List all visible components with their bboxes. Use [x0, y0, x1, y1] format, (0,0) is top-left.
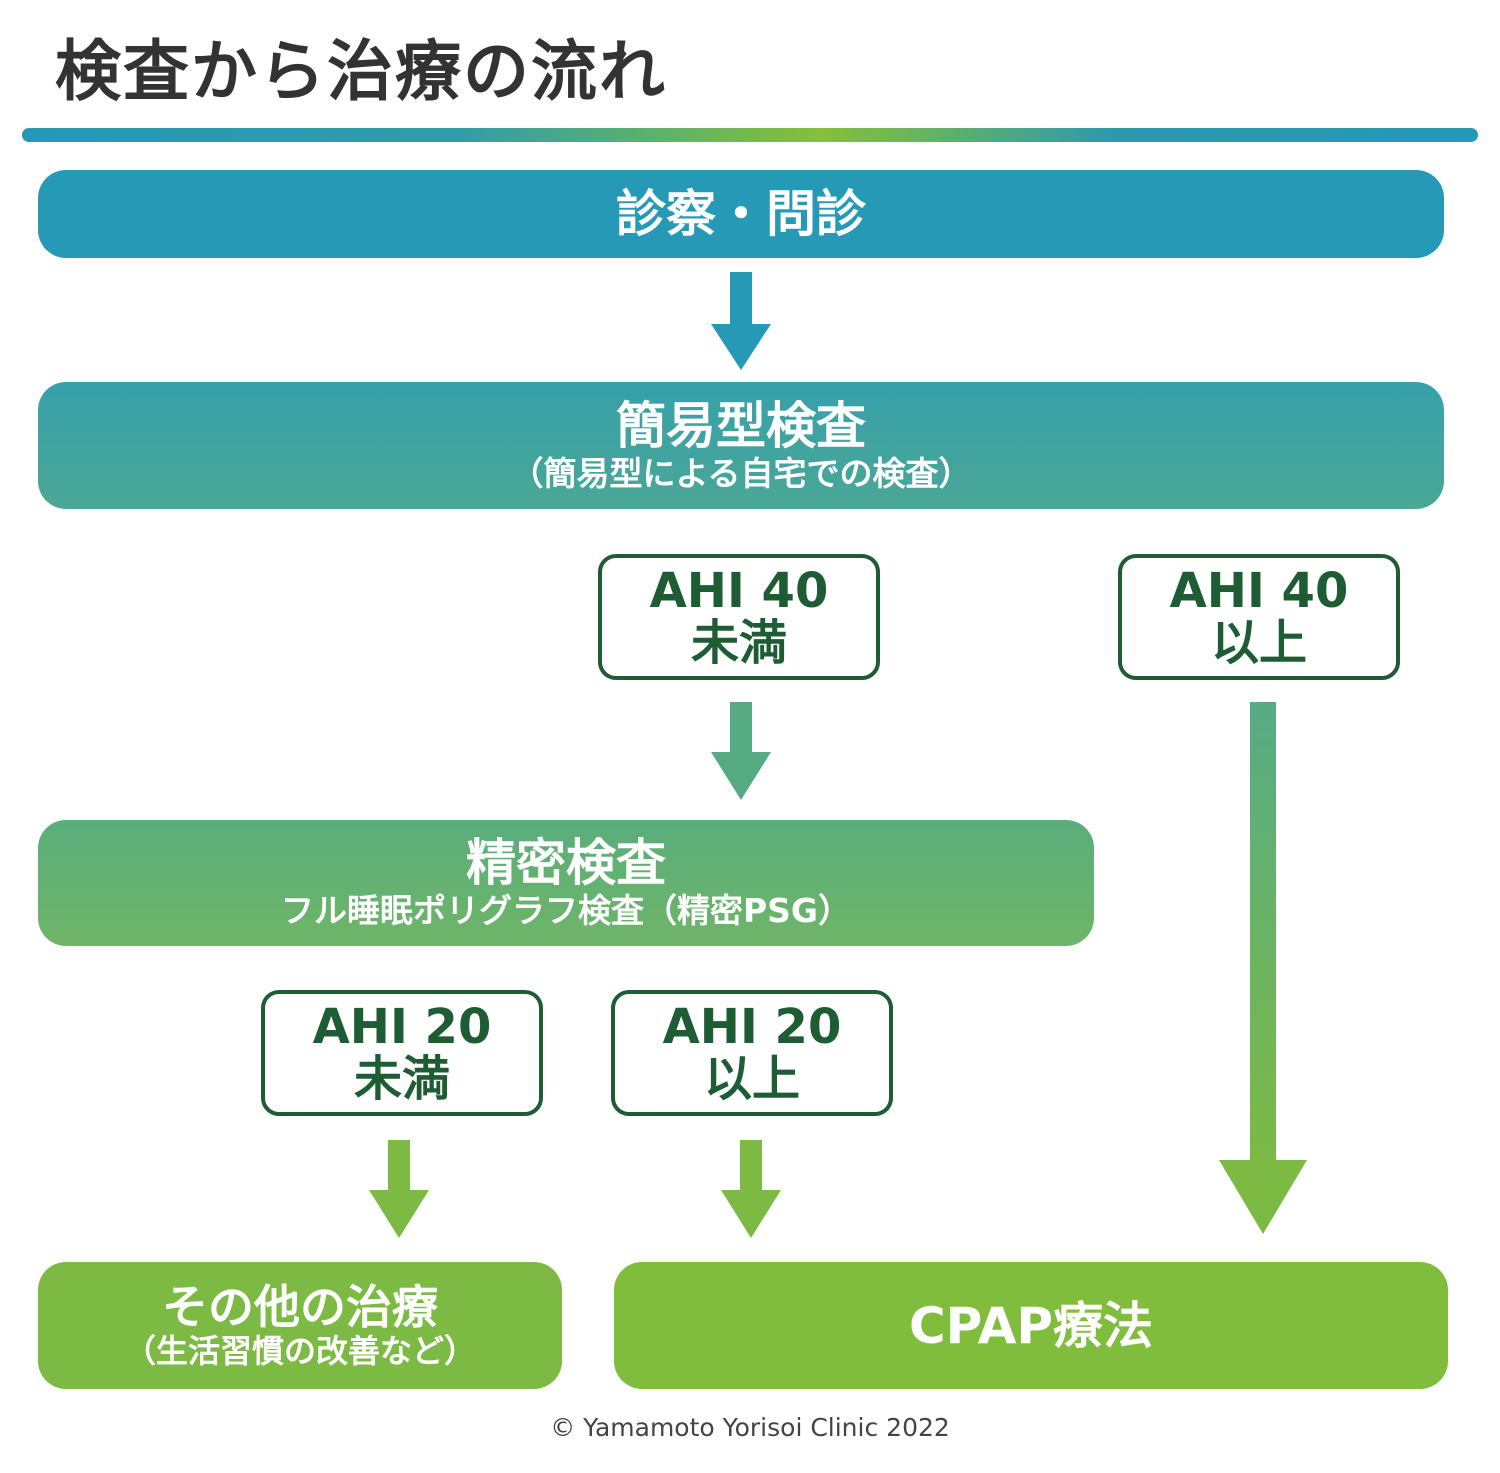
arrow-down-icon [721, 1140, 781, 1238]
step-consultation-label: 診察・問診 [616, 185, 866, 243]
condition-ahi40-below-line1: AHI 40 [649, 563, 829, 619]
page-title: 検査から治療の流れ [55, 33, 667, 110]
step-simple-test-sub: （簡易型による自宅での検査） [510, 453, 972, 493]
step-simple-test: 簡易型検査 （簡易型による自宅での検査） [38, 382, 1444, 509]
copyright-text: © Yamamoto Yorisoi Clinic 2022 [550, 1413, 950, 1442]
arrow-down-icon [711, 702, 771, 800]
step-cpap-label: CPAP療法 [908, 1296, 1154, 1355]
condition-ahi20-below-line2: 未満 [353, 1051, 450, 1107]
condition-ahi20-above-line2: 以上 [703, 1051, 800, 1107]
condition-ahi40-above-line1: AHI 40 [1169, 563, 1349, 619]
step-cpap: CPAP療法 [614, 1262, 1448, 1389]
condition-ahi40-below: AHI 40 未満 [598, 554, 880, 680]
step-consultation: 診察・問診 [38, 170, 1444, 258]
step-simple-test-label: 簡易型検査 [616, 396, 866, 455]
step-detailed-test: 精密検査 フル睡眠ポリグラフ検査（精密PSG） [38, 820, 1094, 946]
step-detailed-test-label: 精密検査 [466, 834, 666, 892]
arrow-down-icon [369, 1140, 429, 1238]
step-other-treatment-sub: （生活習慣の改善など） [123, 1331, 476, 1370]
arrow-down-icon [711, 272, 771, 370]
step-detailed-test-sub: フル睡眠ポリグラフ検査（精密PSG） [280, 891, 852, 930]
condition-ahi20-below: AHI 20 未満 [261, 990, 543, 1116]
condition-ahi40-below-line2: 未満 [690, 615, 787, 671]
condition-ahi40-above: AHI 40 以上 [1118, 554, 1400, 680]
condition-ahi20-above-line1: AHI 20 [662, 999, 842, 1055]
condition-ahi20-below-line1: AHI 20 [312, 999, 492, 1055]
long-arrow-down-icon [1219, 702, 1307, 1234]
condition-ahi40-above-line2: 以上 [1210, 615, 1307, 671]
title-underline [22, 128, 1478, 142]
step-other-treatment: その他の治療 （生活習慣の改善など） [38, 1262, 562, 1389]
step-other-treatment-label: その他の治療 [162, 1279, 438, 1334]
condition-ahi20-above: AHI 20 以上 [611, 990, 893, 1116]
